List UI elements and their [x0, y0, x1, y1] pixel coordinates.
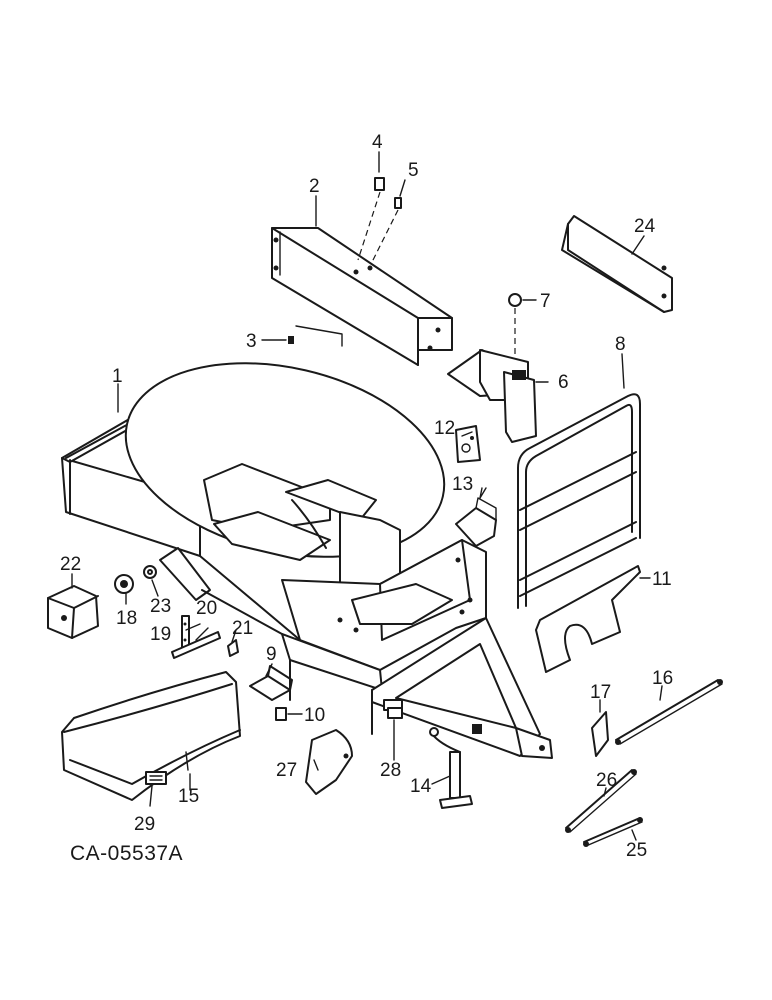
part-28-decal: [387, 707, 403, 719]
callout-labels: 1 2 3 4 5 6 7 8 9 10 11 12 13 14 15 16 1…: [60, 132, 673, 861]
part-1-main-frame: [61, 362, 487, 735]
part-25-rod: [583, 817, 643, 847]
part-21-clip: [227, 639, 239, 657]
part-14-jack: [429, 727, 473, 809]
part-27-guard: [305, 729, 353, 795]
callout-23: 23: [150, 596, 171, 617]
part-4-bolt: [357, 151, 385, 261]
part-13-bracket: [455, 487, 497, 547]
callout-25: 25: [626, 840, 647, 861]
part-23-washer: [143, 565, 157, 579]
callout-14: 14: [410, 776, 432, 797]
callout-27: 27: [276, 760, 297, 781]
callout-21: 21: [232, 618, 253, 639]
part-9-bracket: [249, 665, 293, 701]
callout-26: 26: [596, 770, 617, 791]
callout-5: 5: [408, 160, 419, 181]
hitch-tongue: [371, 617, 553, 759]
part-18-bearing: [114, 574, 134, 594]
callout-8: 8: [615, 334, 626, 355]
part-5-nut: [371, 179, 406, 263]
callout-4: 4: [372, 132, 383, 153]
callout-2: 2: [309, 176, 320, 197]
callout-15: 15: [178, 786, 199, 807]
callout-9: 9: [266, 644, 277, 665]
callout-6: 6: [558, 372, 569, 393]
callout-3: 3: [246, 331, 257, 352]
callout-22: 22: [60, 554, 81, 575]
callout-18: 18: [116, 608, 137, 629]
callout-16: 16: [652, 668, 673, 689]
callout-12: 12: [434, 418, 455, 439]
callout-17: 17: [590, 682, 611, 703]
part-2-shield-box: [271, 227, 453, 366]
drawing-reference: CA-05537A: [70, 842, 183, 865]
part-20-bar: [171, 631, 221, 659]
part-3-bolt: [261, 325, 343, 347]
part-7-bolt: [508, 293, 537, 360]
callout-20: 20: [196, 598, 217, 619]
part-17-bracket: [591, 711, 609, 757]
callout-24: 24: [634, 216, 656, 237]
callout-13: 13: [452, 474, 473, 495]
callout-1: 1: [112, 366, 123, 387]
part-6-bracket: [447, 349, 549, 443]
part-22-block: [47, 585, 99, 639]
part-26-rod: [565, 769, 637, 833]
part-12-plate: [455, 425, 481, 463]
callout-11: 11: [652, 569, 672, 590]
part-8-guard-frame: [517, 393, 641, 609]
leader-lines: [71, 195, 663, 841]
part-29-decal: [145, 771, 167, 785]
part-11-cover-plate: [535, 565, 641, 673]
callout-10: 10: [304, 705, 325, 726]
part-16-rod: [615, 679, 723, 745]
part-10-clip: [275, 707, 303, 721]
callout-28: 28: [380, 760, 401, 781]
callout-29: 29: [134, 814, 155, 835]
callout-19: 19: [150, 624, 171, 645]
callout-7: 7: [540, 291, 551, 312]
part-24-shield-panel: [561, 215, 673, 313]
